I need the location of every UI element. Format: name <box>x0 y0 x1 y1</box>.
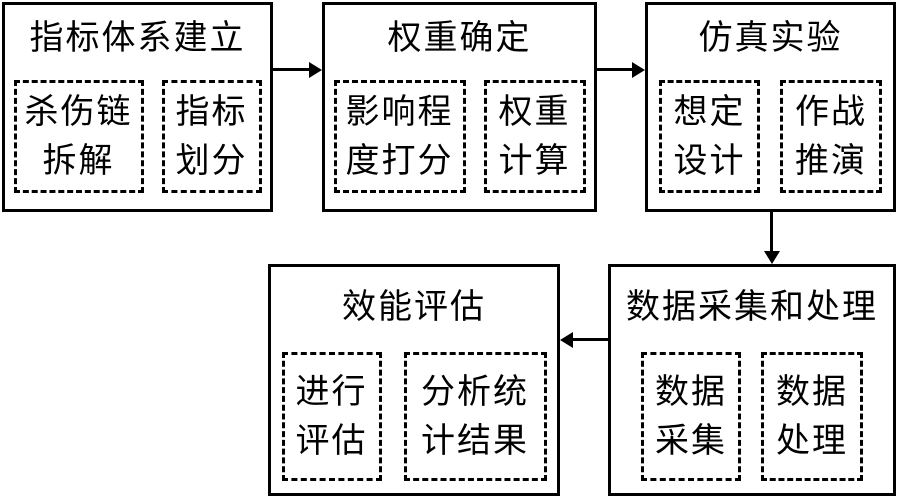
sub-step-box-data-collection: 数据 采集 <box>641 352 741 481</box>
arrow-right-icon <box>632 61 645 78</box>
node-data-collection-processing-box: 数据采集和处理 数据 采集 数据 处理 <box>608 264 896 496</box>
sub-step-row: 杀伤链 拆解 指标 划分 <box>5 80 270 193</box>
sub-step-label-line: 作战 <box>795 93 867 131</box>
sub-step-label-line: 划分 <box>175 142 248 180</box>
sub-step-label-line: 想定 <box>673 93 746 131</box>
sub-step-box-analyze-statistics: 分析统 计结果 <box>403 352 547 481</box>
sub-step-label-line: 评估 <box>295 422 368 460</box>
arrow-line <box>770 212 773 252</box>
sub-step-label-line: 处理 <box>776 422 848 460</box>
arrow-line <box>597 68 634 71</box>
sub-step-box-combat-deduction: 作战 推演 <box>780 80 882 193</box>
sub-step-label-line: 计算 <box>498 142 571 180</box>
sub-step-box-influence-scoring: 影响程 度打分 <box>333 80 466 193</box>
sub-step-label-line: 数据 <box>776 373 848 411</box>
sub-step-label-line: 影响程 <box>345 93 454 131</box>
sub-step-label-line: 数据 <box>655 373 727 411</box>
node-title: 权重确定 <box>387 20 532 57</box>
sub-step-label-line: 度打分 <box>345 142 454 180</box>
sub-step-label-line: 设计 <box>673 142 746 180</box>
sub-step-label-line: 采集 <box>655 422 727 460</box>
arrow-left-icon <box>560 331 573 348</box>
sub-step-label-line: 进行 <box>295 373 368 411</box>
node-simulation-experiment-box: 仿真实验 想定 设计 作战 推演 <box>645 2 896 212</box>
node-title: 仿真实验 <box>698 20 843 57</box>
arrow-line <box>571 338 608 341</box>
sub-step-label-line: 推演 <box>795 142 867 180</box>
sub-step-label-line: 杀伤链 <box>24 93 133 131</box>
node-effectiveness-evaluation-box: 效能评估 进行 评估 分析统 计结果 <box>268 264 560 496</box>
sub-step-row: 进行 评估 分析统 计结果 <box>271 352 557 481</box>
sub-step-label-line: 分析统 <box>421 373 529 411</box>
sub-step-label-line: 指标 <box>175 93 248 131</box>
arrow-line <box>273 68 311 71</box>
sub-step-label-line: 拆解 <box>42 142 115 180</box>
node-title: 效能评估 <box>342 289 486 326</box>
sub-step-label-line: 权重 <box>498 93 571 131</box>
sub-step-row: 数据 采集 数据 处理 <box>611 352 893 481</box>
node-title: 指标体系建立 <box>29 20 246 57</box>
sub-step-box-data-processing: 数据 处理 <box>761 352 863 481</box>
sub-step-label-line: 计结果 <box>421 422 529 460</box>
sub-step-box-weight-calculation: 权重 计算 <box>483 80 586 193</box>
sub-step-box-scenario-design: 想定 设计 <box>659 80 760 193</box>
sub-step-row: 影响程 度打分 权重 计算 <box>325 80 594 193</box>
sub-step-box-kill-chain-decomposition: 杀伤链 拆解 <box>13 80 144 193</box>
node-indicator-system-box: 指标体系建立 杀伤链 拆解 指标 划分 <box>2 2 273 212</box>
sub-step-box-indicator-division: 指标 划分 <box>161 80 262 193</box>
arrow-down-icon <box>763 251 780 264</box>
sub-step-row: 想定 设计 作战 推演 <box>648 80 893 193</box>
node-weight-determination-box: 权重确定 影响程 度打分 权重 计算 <box>322 2 597 212</box>
node-title: 数据采集和处理 <box>626 289 878 326</box>
sub-step-box-conduct-evaluation: 进行 评估 <box>281 352 382 481</box>
arrow-right-icon <box>309 61 322 78</box>
